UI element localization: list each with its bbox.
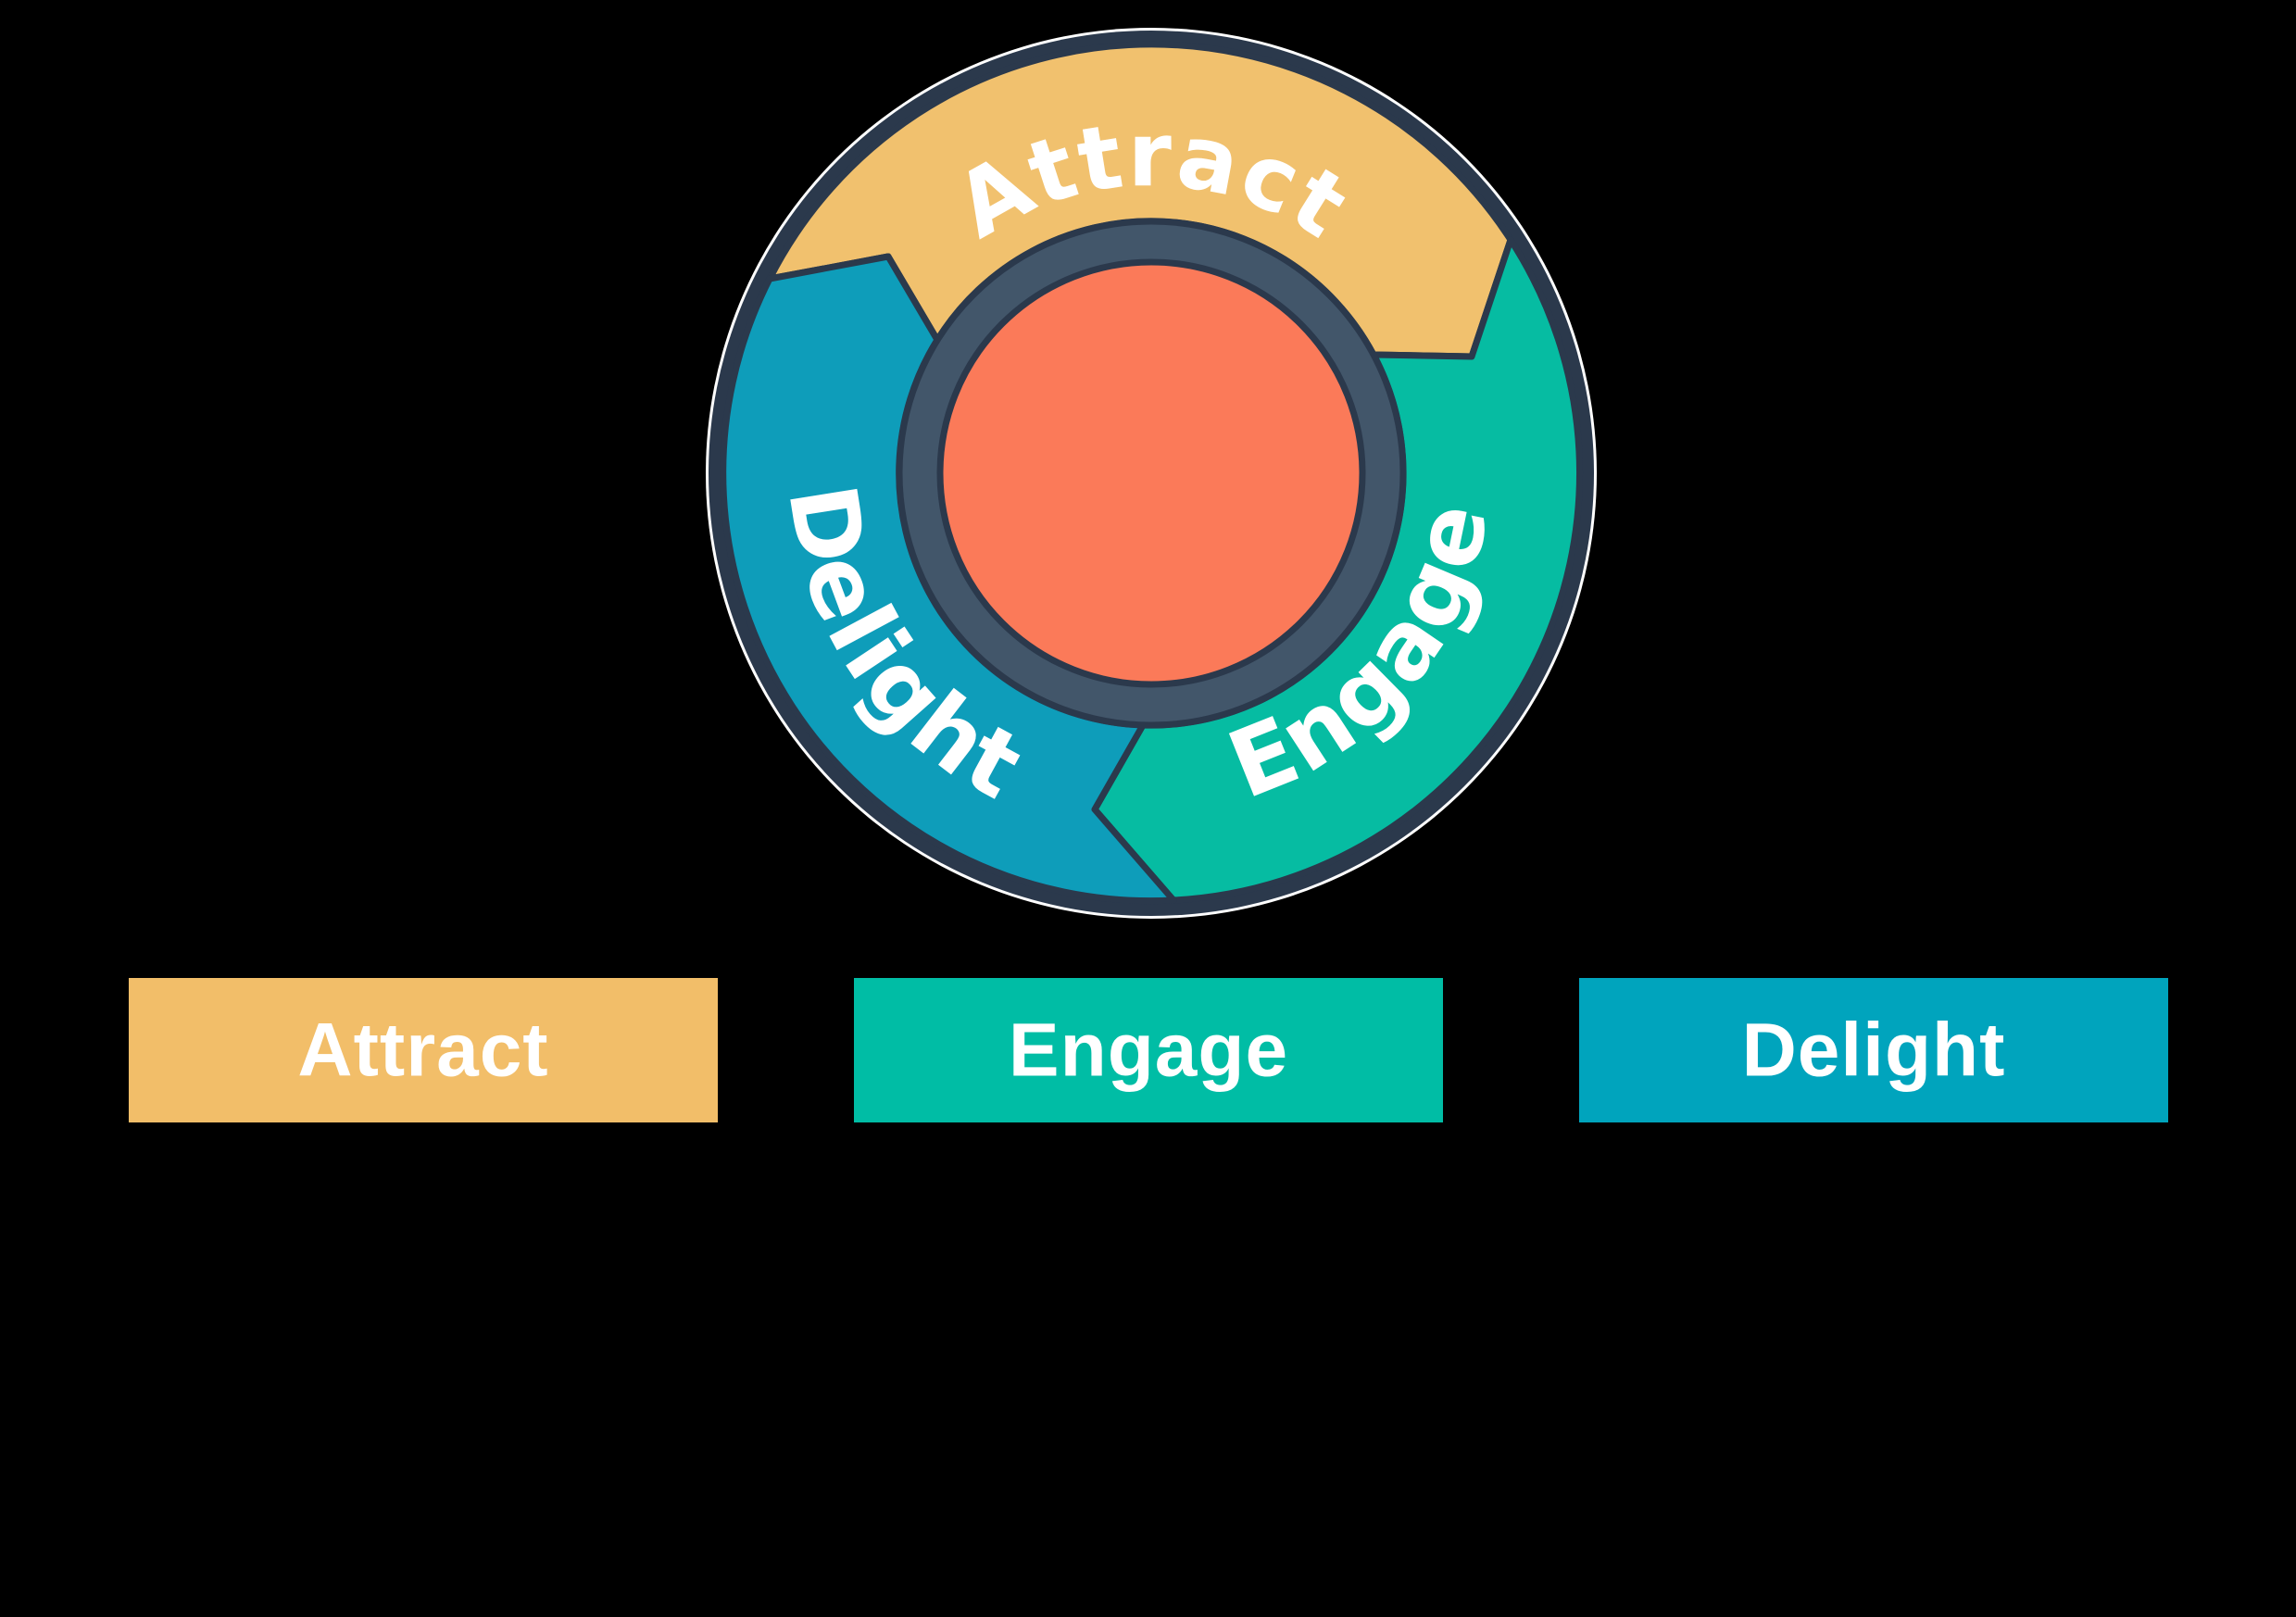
legend-delight-label: Delight (1742, 1009, 2006, 1093)
legend-attract-box (129, 978, 718, 1122)
legend-engage-box (854, 978, 1443, 1122)
legend-attract-label: Attract (297, 1009, 548, 1093)
legend-delight-box (1579, 978, 2168, 1122)
wheel-hub (936, 258, 1366, 688)
legend-engage-label: Engage (1009, 1009, 1288, 1093)
